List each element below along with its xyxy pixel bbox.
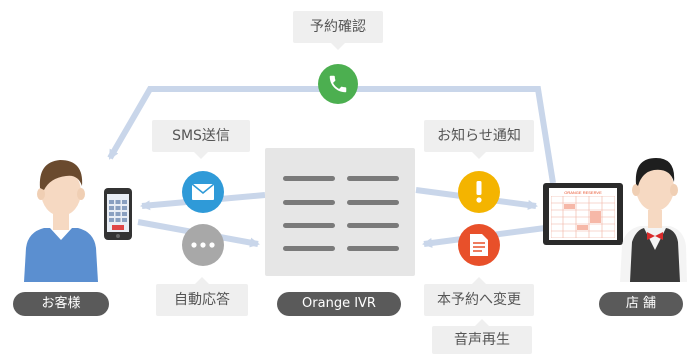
exclamation-icon — [458, 171, 500, 213]
phone-icon — [318, 64, 358, 104]
label-auto-response: 自動応答 — [156, 277, 248, 316]
label-audio-playback: 音声再生 — [432, 319, 532, 354]
customer-person — [24, 160, 98, 282]
label-notification: お知らせ通知 — [424, 120, 534, 159]
tablet-screen: ORANGE RESERVE — [549, 188, 617, 240]
label-change-to-confirmed: 本予約へ変更 — [424, 277, 534, 316]
store-staff-person — [620, 158, 687, 282]
smartphone-icon — [104, 188, 132, 240]
document-icon — [458, 224, 500, 266]
tablet-screen-title: ORANGE RESERVE — [564, 190, 602, 195]
label-sms-send: SMS送信 — [152, 120, 250, 159]
pill-store: 店 舗 — [599, 292, 683, 316]
pill-orange-ivr: Orange IVR — [277, 292, 401, 316]
dots-icon — [182, 224, 224, 266]
label-reservation-confirm: 予約確認 — [293, 11, 383, 50]
ivr-server-box — [265, 148, 415, 276]
mail-icon — [182, 171, 224, 213]
tablet-icon: ORANGE RESERVE — [543, 183, 623, 245]
pill-customer: お客様 — [13, 292, 109, 316]
server-icon — [283, 176, 399, 251]
